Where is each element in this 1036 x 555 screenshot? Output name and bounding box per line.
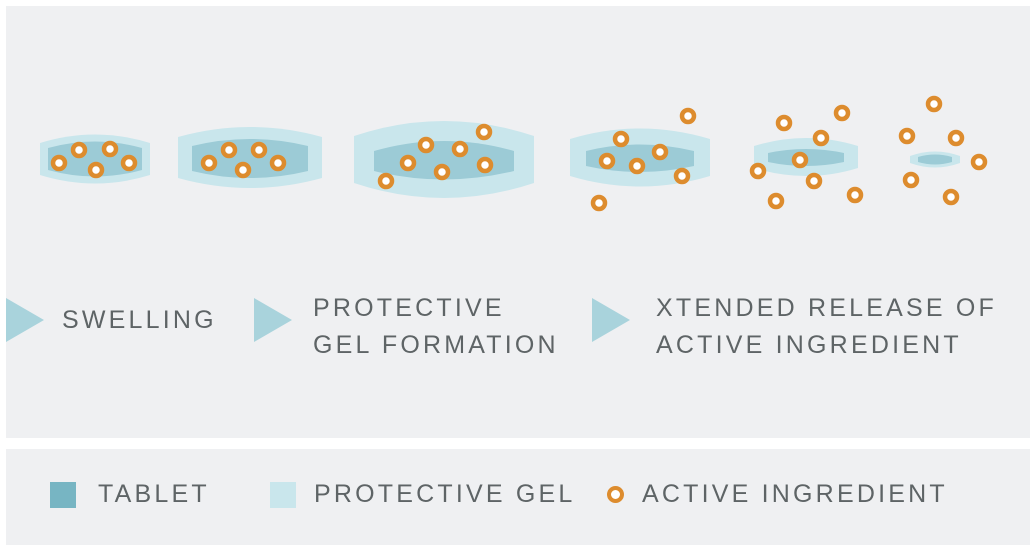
stage-1-tablet [40,134,150,184]
particle [70,141,88,159]
step-extended-release [592,298,630,342]
particle [269,154,287,172]
particle [791,151,809,169]
triangle-arrow-icon [592,298,630,342]
triangle-arrow-icon [6,298,44,342]
particle [451,140,469,158]
legend-label-ingredient: ACTIVE INGREDIENT [642,480,948,508]
particle [598,152,616,170]
tablet-stages [40,95,988,212]
stage-2-tablet [178,127,322,188]
particle [200,154,218,172]
step-label-line: ACTIVE INGREDIENT [656,331,962,359]
step-label-extended-release: XTENDED RELEASE OF ACTIVE INGREDIENT [656,290,997,364]
particle [590,194,608,212]
step-label-swelling: SWELLING [62,302,217,339]
particle [101,140,119,158]
ingredient-ring-icon [607,486,624,503]
step-gel-formation [254,298,292,342]
legend-item-tablet: TABLET [50,480,210,509]
particle [628,157,646,175]
step-swelling: SWELLING [6,298,217,342]
step-label-line: XTENDED RELEASE OF [656,294,997,322]
step-label-line: SWELLING [62,305,217,334]
particle [612,130,630,148]
particle [947,129,965,147]
particle [942,188,960,206]
particle [120,154,138,172]
particle [902,171,920,189]
tablet-swatch-icon [50,481,76,508]
particle [475,123,493,141]
step-label-line: GEL FORMATION [313,331,559,359]
particle [433,163,451,181]
particle [833,104,851,122]
particle [399,154,417,172]
particle [50,154,68,172]
particle [417,136,435,154]
particle [767,192,785,210]
legend-label-gel: PROTECTIVE GEL [314,480,576,508]
active-ingredient-particles [50,95,988,212]
diagram-panel [6,6,1030,438]
particle [220,141,238,159]
particle [970,153,988,171]
particle [651,143,669,161]
particle [377,172,395,190]
step-label-gel-formation: PROTECTIVE GEL FORMATION [313,290,559,364]
triangle-arrow-icon [254,298,292,342]
particle [898,127,916,145]
particle [775,114,793,132]
particle [846,186,864,204]
particle [234,161,252,179]
particle [476,156,494,174]
particle [679,107,697,125]
stage-6-tablet [910,151,960,168]
legend-label-tablet: TABLET [98,480,210,508]
particle [805,172,823,190]
step-label-line: PROTECTIVE [313,294,505,322]
legend-item-gel: PROTECTIVE GEL [270,480,576,509]
legend-item-ingredient: ACTIVE INGREDIENT [607,480,948,509]
particle [925,95,943,113]
gel-swatch-icon [270,481,296,508]
legend-panel [6,449,1030,545]
particle [673,167,691,185]
particle [250,141,268,159]
particle [749,162,767,180]
particle [812,129,830,147]
particle [87,161,105,179]
